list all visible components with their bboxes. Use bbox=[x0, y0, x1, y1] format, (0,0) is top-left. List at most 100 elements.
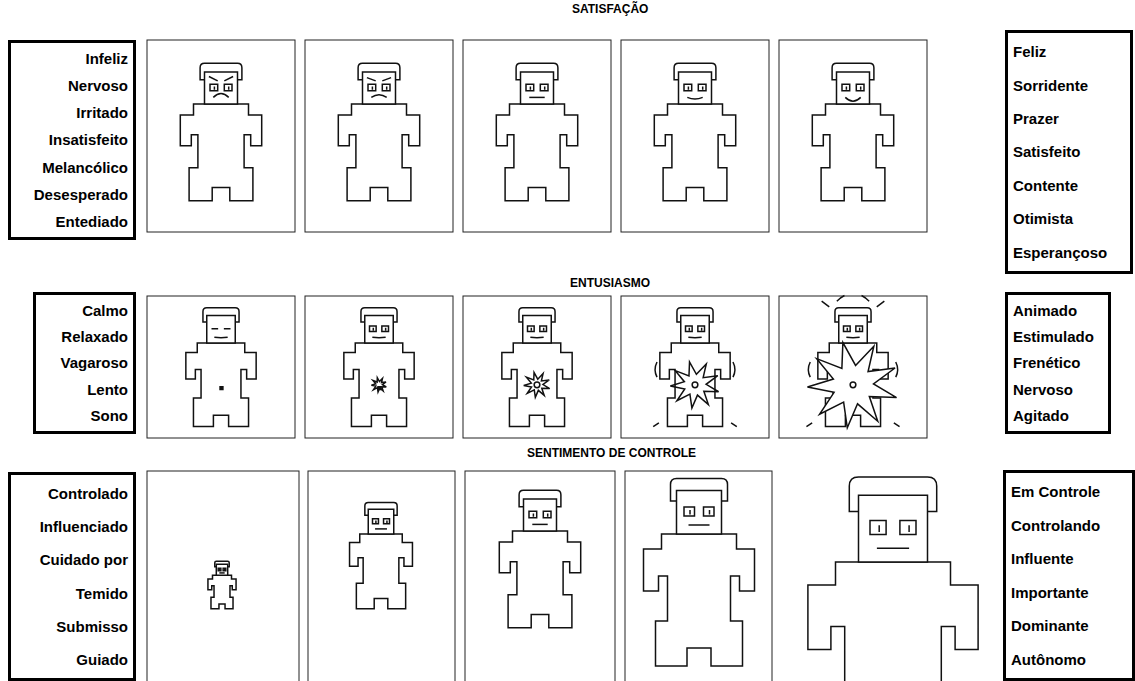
manikin-stroke bbox=[859, 495, 928, 562]
adjective-label: Feliz bbox=[1013, 43, 1125, 60]
adjective-label: Irritado bbox=[16, 104, 128, 121]
manikin-figure bbox=[653, 308, 737, 427]
manikin-stroke bbox=[528, 326, 547, 332]
manikin-stroke bbox=[644, 534, 755, 666]
adjective-label: Influente bbox=[1011, 550, 1127, 567]
manikin-stroke bbox=[870, 521, 916, 535]
manikin-stroke bbox=[530, 337, 543, 339]
manikin-stroke bbox=[677, 491, 722, 535]
manikin-stroke bbox=[847, 328, 859, 331]
adjective-label: Insatisfeito bbox=[16, 131, 128, 148]
manikin-stroke bbox=[688, 86, 702, 89]
manikin-stroke bbox=[533, 513, 547, 516]
adjective-label: Lento bbox=[41, 381, 128, 398]
manikin-stroke bbox=[687, 97, 702, 99]
adjective-label: Controlado bbox=[16, 485, 128, 502]
manikin-figure bbox=[338, 63, 419, 201]
manikin-stroke bbox=[686, 326, 705, 332]
manikin-stroke bbox=[375, 528, 387, 530]
manikin-stroke bbox=[371, 378, 386, 392]
section-heading: SENTIMENTO DE CONTROLE bbox=[525, 446, 698, 460]
manikin-stroke bbox=[344, 343, 414, 427]
word-list-box: AnimadoEstimuladoFrenéticoNervosoAgitado bbox=[1005, 292, 1111, 434]
manikin-stroke bbox=[368, 84, 390, 91]
manikin-figure bbox=[502, 308, 572, 427]
manikin-figure bbox=[496, 63, 577, 201]
manikin-stroke bbox=[689, 524, 710, 526]
manikin-stroke bbox=[690, 510, 710, 515]
manikin-stroke bbox=[684, 84, 706, 91]
manikin-stroke bbox=[372, 86, 386, 89]
manikin-figure bbox=[644, 479, 755, 667]
manikin-stroke bbox=[529, 97, 544, 99]
manikin-stroke bbox=[220, 387, 223, 390]
manikin-stroke bbox=[531, 328, 543, 331]
manikin-stroke bbox=[532, 524, 547, 526]
adjective-label: Vagaroso bbox=[41, 354, 128, 371]
manikin-stroke bbox=[186, 343, 256, 427]
manikin-stroke bbox=[219, 572, 224, 574]
adjective-label: Frenético bbox=[1013, 354, 1103, 371]
manikin-stroke bbox=[653, 423, 737, 427]
manikin-figure bbox=[499, 490, 580, 628]
manikin-stroke bbox=[218, 568, 226, 570]
panel-frame bbox=[147, 296, 295, 438]
manikin-figure bbox=[350, 503, 413, 609]
adjective-label: Calmo bbox=[41, 302, 128, 319]
panel-frame bbox=[463, 40, 611, 232]
adjective-label: Sorridente bbox=[1013, 77, 1125, 94]
manikin-stroke bbox=[220, 569, 225, 570]
manikin-stroke bbox=[534, 382, 540, 388]
manikin-stroke bbox=[850, 382, 856, 388]
manikin-stroke bbox=[216, 564, 227, 575]
adjective-label: Sono bbox=[41, 407, 128, 424]
panel-frame bbox=[625, 471, 772, 681]
manikin-stroke bbox=[530, 86, 544, 89]
manikin-stroke bbox=[205, 72, 238, 104]
word-list-box: InfelizNervosoIrritadoInsatisfeitoMelanc… bbox=[8, 40, 136, 240]
manikin-stroke bbox=[214, 86, 228, 89]
manikin-stroke bbox=[526, 84, 548, 91]
manikin-stroke bbox=[207, 315, 236, 343]
manikin-stroke bbox=[363, 72, 396, 104]
manikin-figure bbox=[654, 63, 735, 201]
adjective-label: Entediado bbox=[16, 213, 128, 230]
manikin-stroke bbox=[655, 362, 735, 377]
adjective-label: Importante bbox=[1011, 584, 1127, 601]
panel-frame bbox=[308, 471, 455, 681]
manikin-stroke bbox=[844, 326, 863, 332]
adjective-label: Guiado bbox=[16, 651, 128, 668]
section-heading: SATISFAÇÃO bbox=[570, 2, 650, 16]
adjective-label: Animado bbox=[1013, 302, 1103, 319]
adjective-label: Dominante bbox=[1011, 617, 1127, 634]
manikin-stroke bbox=[654, 104, 735, 201]
manikin-stroke bbox=[688, 337, 701, 339]
manikin-stroke bbox=[502, 343, 572, 427]
manikin-stroke bbox=[180, 104, 261, 201]
panel-frame bbox=[147, 471, 299, 681]
panel-frame bbox=[465, 471, 615, 681]
manikin-stroke bbox=[365, 315, 394, 343]
manikin-stroke bbox=[689, 328, 701, 331]
panel-frame bbox=[463, 296, 611, 438]
manikin-stroke bbox=[842, 84, 864, 91]
panel-frame bbox=[779, 40, 927, 232]
manikin-stroke bbox=[213, 94, 228, 98]
manikin-stroke bbox=[670, 362, 718, 408]
adjective-label: Infeliz bbox=[16, 50, 128, 67]
adjective-label: Prazer bbox=[1013, 110, 1125, 127]
manikin-stroke bbox=[370, 326, 389, 332]
manikin-stroke bbox=[807, 343, 896, 428]
panel-frame bbox=[305, 296, 453, 438]
manikin-figure bbox=[208, 561, 236, 609]
manikin-stroke bbox=[214, 337, 227, 339]
manikin-figure bbox=[186, 308, 256, 427]
adjective-label: Nervoso bbox=[16, 77, 128, 94]
word-list-box: FelizSorridentePrazerSatisfeitoContenteO… bbox=[1005, 30, 1133, 274]
panel-frame bbox=[305, 40, 453, 232]
manikin-stroke bbox=[373, 328, 385, 331]
panel-frame bbox=[621, 296, 769, 438]
manikin-stroke bbox=[212, 328, 231, 330]
manikin-stroke bbox=[524, 372, 550, 397]
